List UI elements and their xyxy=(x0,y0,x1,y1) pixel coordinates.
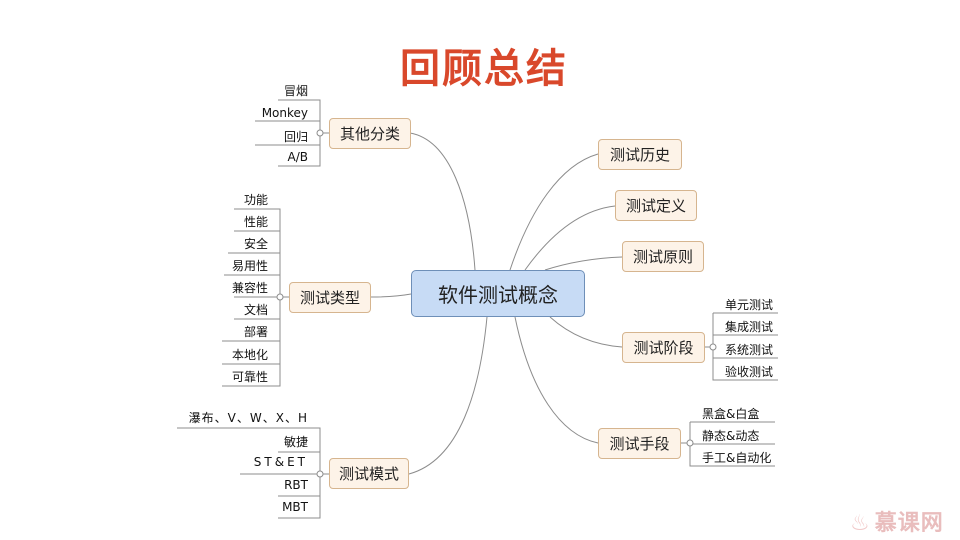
branch-test-methods[interactable]: 测试手段 xyxy=(598,428,681,459)
leaf-method-1[interactable]: 静态&动态 xyxy=(702,429,760,443)
collapse-toggle-models xyxy=(316,470,324,478)
branch-test-models[interactable]: 测试模式 xyxy=(329,458,409,489)
collapse-toggle-types xyxy=(276,293,284,301)
leaf-stage-0[interactable]: 单元测试 xyxy=(725,298,774,312)
collapse-toggle-other xyxy=(316,129,324,137)
leaf-type-2[interactable]: 安全 xyxy=(243,237,268,251)
central-topic[interactable]: 软件测试概念 xyxy=(411,270,585,317)
collapse-toggle-methods xyxy=(686,439,694,447)
leaf-other-3[interactable]: A/B xyxy=(287,150,308,164)
link-central-methods xyxy=(514,316,599,444)
leaf-type-6[interactable]: 部署 xyxy=(243,325,268,339)
leaf-type-5[interactable]: 文档 xyxy=(243,303,268,317)
watermark-text: 慕课网 xyxy=(874,511,944,536)
branch-test-definition[interactable]: 测试定义 xyxy=(615,190,697,221)
leaf-other-0[interactable]: 冒烟 xyxy=(283,84,308,98)
leaf-stage-2[interactable]: 系统测试 xyxy=(725,343,774,357)
link-central-history xyxy=(509,153,599,271)
watermark-logo: ♨慕课网 xyxy=(850,505,944,537)
link-central-types xyxy=(370,293,412,298)
leaf-stage-1[interactable]: 集成测试 xyxy=(725,320,774,334)
leaf-stage-3[interactable]: 验收测试 xyxy=(725,365,774,379)
leaf-type-0[interactable]: 功能 xyxy=(243,193,268,207)
branch-other-classification[interactable]: 其他分类 xyxy=(329,118,411,149)
leaf-type-8[interactable]: 可靠性 xyxy=(231,370,268,384)
link-central-definition xyxy=(524,205,616,271)
leaf-type-3[interactable]: 易用性 xyxy=(231,259,268,273)
link-central-other xyxy=(409,132,476,271)
leaf-model-2[interactable]: ST&ET xyxy=(253,455,308,469)
flame-icon: ♨ xyxy=(850,511,871,536)
leaf-type-4[interactable]: 兼容性 xyxy=(231,281,268,295)
link-central-stages xyxy=(549,316,623,348)
leaf-model-1[interactable]: 敏捷 xyxy=(283,435,308,449)
collapse-toggle-stages xyxy=(709,343,717,351)
leaf-type-7[interactable]: 本地化 xyxy=(231,348,268,362)
page-title: 回顾总结 xyxy=(400,46,568,92)
leaf-other-2[interactable]: 回归 xyxy=(283,130,308,144)
leaf-other-1[interactable]: Monkey xyxy=(261,106,308,120)
leaf-model-3[interactable]: RBT xyxy=(284,478,308,492)
branch-test-stages[interactable]: 测试阶段 xyxy=(622,332,705,363)
branch-test-history[interactable]: 测试历史 xyxy=(598,139,682,170)
branch-test-principles[interactable]: 测试原则 xyxy=(622,241,704,272)
branch-test-types[interactable]: 测试类型 xyxy=(289,282,371,313)
leaf-method-0[interactable]: 黑盒&白盒 xyxy=(702,407,760,421)
leaf-method-2[interactable]: 手工&自动化 xyxy=(702,451,772,465)
link-central-models xyxy=(408,316,488,475)
leaf-type-1[interactable]: 性能 xyxy=(243,215,268,229)
leaf-model-0[interactable]: 瀑布、V、W、X、H xyxy=(188,411,308,425)
leaf-model-4[interactable]: MBT xyxy=(282,500,308,514)
link-central-principles xyxy=(544,256,623,271)
